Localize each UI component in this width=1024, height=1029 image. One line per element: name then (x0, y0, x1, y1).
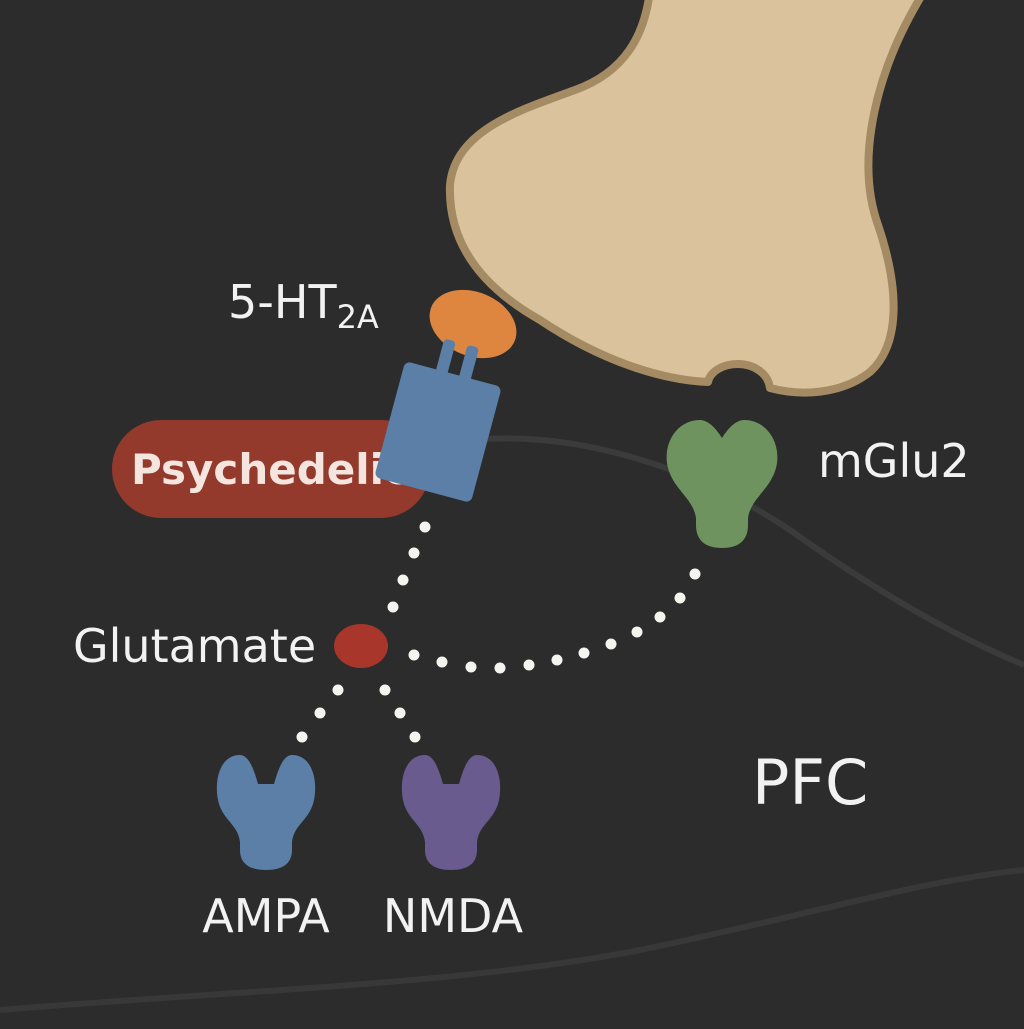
path-dot (419, 521, 431, 533)
path-dot (631, 626, 643, 638)
dotted-pathways (296, 521, 701, 743)
path-dot (674, 592, 686, 604)
path-dot (605, 638, 617, 650)
path-dot (523, 659, 535, 671)
path-dot (379, 684, 391, 696)
path-dot (408, 547, 420, 559)
path-dot (494, 662, 506, 674)
mglu2-label: mGlu2 (818, 434, 970, 488)
psychedelic-pill (112, 420, 430, 518)
ampa-receptor (216, 755, 316, 870)
membrane-line-upper (469, 435, 1024, 668)
path-dot (551, 654, 563, 666)
nmda-label: NMDA (383, 889, 524, 943)
psychedelic-label: Psychedelic (131, 445, 409, 494)
membrane-line-lower (0, 867, 1024, 1013)
ht2a-label: 5-HT2A (228, 275, 379, 336)
ht2a-label-base: 5-HT (228, 275, 337, 329)
ht2a-receptor (375, 339, 501, 502)
path-dot (332, 684, 344, 696)
path-dot (394, 707, 406, 719)
ampa-label: AMPA (202, 889, 330, 943)
path-dot (436, 656, 448, 668)
path-dot (314, 707, 326, 719)
path-dot (409, 731, 421, 743)
pfc-label: PFC (752, 746, 868, 819)
path-dot (578, 647, 590, 659)
ht2a-label-subscript: 2A (337, 298, 379, 336)
presynaptic-terminal (445, 0, 924, 397)
path-dot (387, 601, 399, 613)
glutamate-molecule (334, 624, 388, 668)
path-dot (296, 731, 308, 743)
path-dot (465, 661, 477, 673)
mglu2-receptor (666, 420, 778, 548)
path-dot (654, 611, 666, 623)
path-dot (408, 649, 420, 661)
path-dot (689, 568, 701, 580)
nmda-receptor (401, 755, 501, 870)
path-dot (397, 574, 409, 586)
glutamate-label: Glutamate (73, 619, 316, 673)
